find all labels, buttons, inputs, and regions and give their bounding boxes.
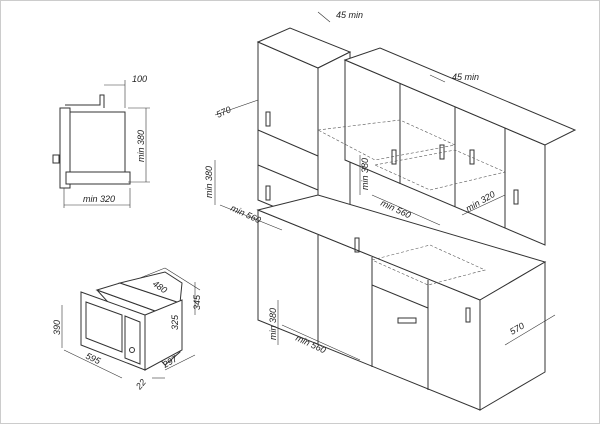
mw-height-total-label: 345 — [192, 294, 202, 310]
side-width-label: min 320 — [83, 194, 115, 204]
side-view-drawing — [52, 80, 150, 208]
base-height-label: min 380 — [268, 308, 278, 340]
upper-right-height-label: min 380 — [360, 158, 370, 190]
side-height-label: min 380 — [136, 130, 146, 162]
gap-top-left-label: 45 min — [336, 10, 363, 20]
mw-front-height-label: 390 — [52, 320, 62, 335]
gap-top-right-label: 45 min — [452, 72, 479, 82]
upper-left-depth-label: 570 — [215, 104, 233, 119]
mw-frame-label: 22 — [133, 377, 148, 392]
side-depth-offset-label: 100 — [132, 74, 147, 84]
kitchen-drawing — [214, 11, 577, 411]
microwave-drawing — [61, 267, 201, 379]
upper-left-height-label: min 380 — [204, 166, 214, 198]
mw-height-body-label: 325 — [170, 314, 180, 330]
upper-left-width-label: min 560 — [229, 203, 262, 226]
